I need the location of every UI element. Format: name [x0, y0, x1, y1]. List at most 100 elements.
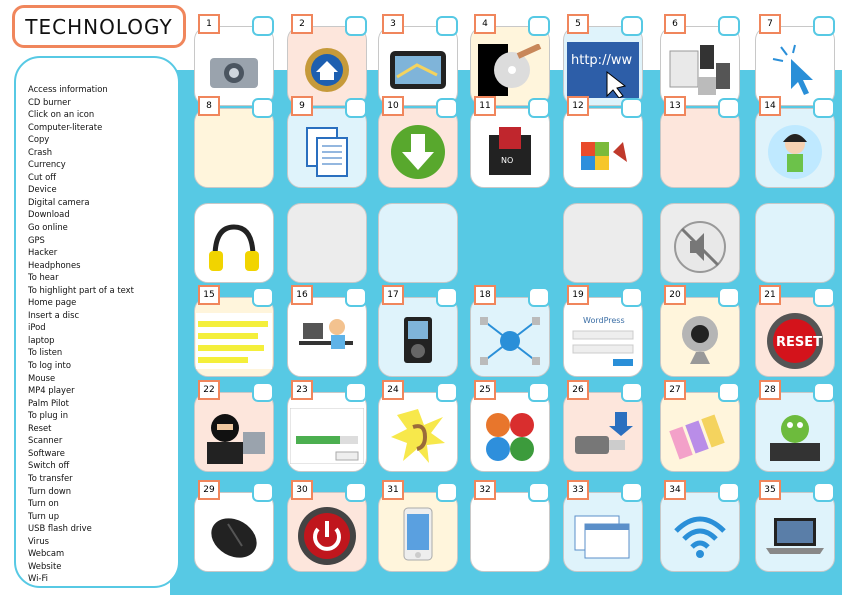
word-item: Crash — [28, 146, 53, 157]
word-item: USB flash drive — [28, 523, 92, 534]
devices-picture — [668, 43, 732, 101]
answer-box[interactable] — [621, 98, 643, 118]
picture-tile — [660, 108, 740, 188]
item-number: 22 — [198, 380, 220, 400]
mouse-picture — [204, 508, 264, 568]
item-number: 23 — [291, 380, 313, 400]
word-item: To plug in — [28, 410, 69, 421]
answer-box[interactable] — [528, 287, 550, 307]
cd-picture — [478, 43, 542, 100]
answer-box[interactable] — [813, 382, 835, 402]
camera-picture — [204, 46, 264, 98]
word-item: Digital camera — [28, 196, 90, 207]
answer-box[interactable] — [436, 98, 458, 118]
picture-tile — [194, 203, 274, 283]
answer-box[interactable] — [813, 287, 835, 307]
word-item: laptop — [28, 334, 55, 345]
item-number: 33 — [567, 480, 589, 500]
answer-box[interactable] — [813, 16, 835, 36]
answer-box[interactable] — [436, 16, 458, 36]
answer-box[interactable] — [345, 482, 367, 502]
item-number: 13 — [664, 96, 686, 116]
software-picture — [573, 122, 633, 186]
picture-tile — [287, 203, 367, 283]
answer-box[interactable] — [718, 16, 740, 36]
item-number: 8 — [198, 96, 220, 116]
item-number: 12 — [567, 96, 589, 116]
answer-box[interactable] — [345, 16, 367, 36]
item-number: 16 — [291, 285, 313, 305]
answer-box[interactable] — [345, 287, 367, 307]
answer-box[interactable] — [621, 16, 643, 36]
answer-box[interactable] — [345, 98, 367, 118]
answer-box[interactable] — [621, 382, 643, 402]
item-number: 18 — [474, 285, 496, 305]
item-number: 6 — [664, 14, 686, 34]
answer-box[interactable] — [252, 482, 274, 502]
item-number: 4 — [474, 14, 496, 34]
word-item: Wi-Fi — [28, 573, 48, 584]
answer-box[interactable] — [436, 382, 458, 402]
item-number: 25 — [474, 380, 496, 400]
word-item: Software — [28, 447, 65, 458]
word-item: Mouse — [28, 372, 56, 383]
answer-box[interactable] — [252, 287, 274, 307]
item-number: 29 — [198, 480, 220, 500]
answer-box[interactable] — [345, 382, 367, 402]
item-number: 5 — [567, 14, 589, 34]
download-picture — [388, 122, 448, 186]
answer-box[interactable] — [436, 482, 458, 502]
answer-box[interactable] — [528, 482, 550, 502]
page-title: TECHNOLOGY — [12, 5, 186, 48]
answer-box[interactable] — [718, 98, 740, 118]
answer-box[interactable] — [621, 482, 643, 502]
word-item: Cut off — [28, 171, 56, 182]
word-item: MP4 player — [28, 385, 75, 396]
picture-tile — [563, 203, 643, 283]
answer-box[interactable] — [718, 482, 740, 502]
word-item: Hacker — [28, 247, 58, 258]
answer-box[interactable] — [252, 382, 274, 402]
answer-box[interactable] — [718, 382, 740, 402]
answer-box[interactable] — [528, 16, 550, 36]
item-number: 34 — [664, 480, 686, 500]
word-item: To transfer — [28, 472, 73, 483]
word-item: Reset — [28, 422, 52, 433]
word-item: Currency — [28, 159, 66, 170]
word-item: Webcam — [28, 548, 65, 559]
item-number: 1 — [198, 14, 220, 34]
answer-box[interactable] — [813, 98, 835, 118]
picture-tile — [470, 492, 550, 572]
word-item: To listen — [28, 347, 63, 358]
word-item: Palm Pilot — [28, 397, 69, 408]
word-item: iPod — [28, 322, 46, 333]
item-number: 19 — [567, 285, 589, 305]
word-item: Switch off — [28, 460, 70, 471]
word-item: Computer-literate — [28, 121, 103, 132]
picture-tile — [287, 297, 367, 377]
virus-picture — [764, 407, 826, 469]
boydesk-picture — [295, 313, 359, 373]
answer-box[interactable] — [813, 482, 835, 502]
answer-box[interactable] — [528, 382, 550, 402]
url-picture: http://ww — [567, 42, 639, 102]
answer-box[interactable] — [528, 98, 550, 118]
answer-box[interactable] — [252, 16, 274, 36]
gps-picture — [387, 47, 449, 97]
answer-box[interactable] — [621, 287, 643, 307]
answer-box[interactable] — [436, 287, 458, 307]
webcam-picture — [672, 312, 728, 374]
answer-box[interactable] — [718, 287, 740, 307]
headphones-picture — [205, 221, 263, 277]
word-item: Turn up — [28, 510, 60, 521]
word-item: To highlight part of a text — [28, 284, 134, 295]
word-item: Device — [28, 184, 57, 195]
login-picture: WordPress — [567, 313, 639, 373]
word-item: Go online — [28, 222, 68, 233]
mp4-picture — [390, 313, 446, 373]
switchoff-picture: NO — [485, 125, 535, 183]
word-item: Access information — [28, 84, 108, 94]
answer-box[interactable] — [252, 98, 274, 118]
girl-picture — [765, 122, 825, 186]
